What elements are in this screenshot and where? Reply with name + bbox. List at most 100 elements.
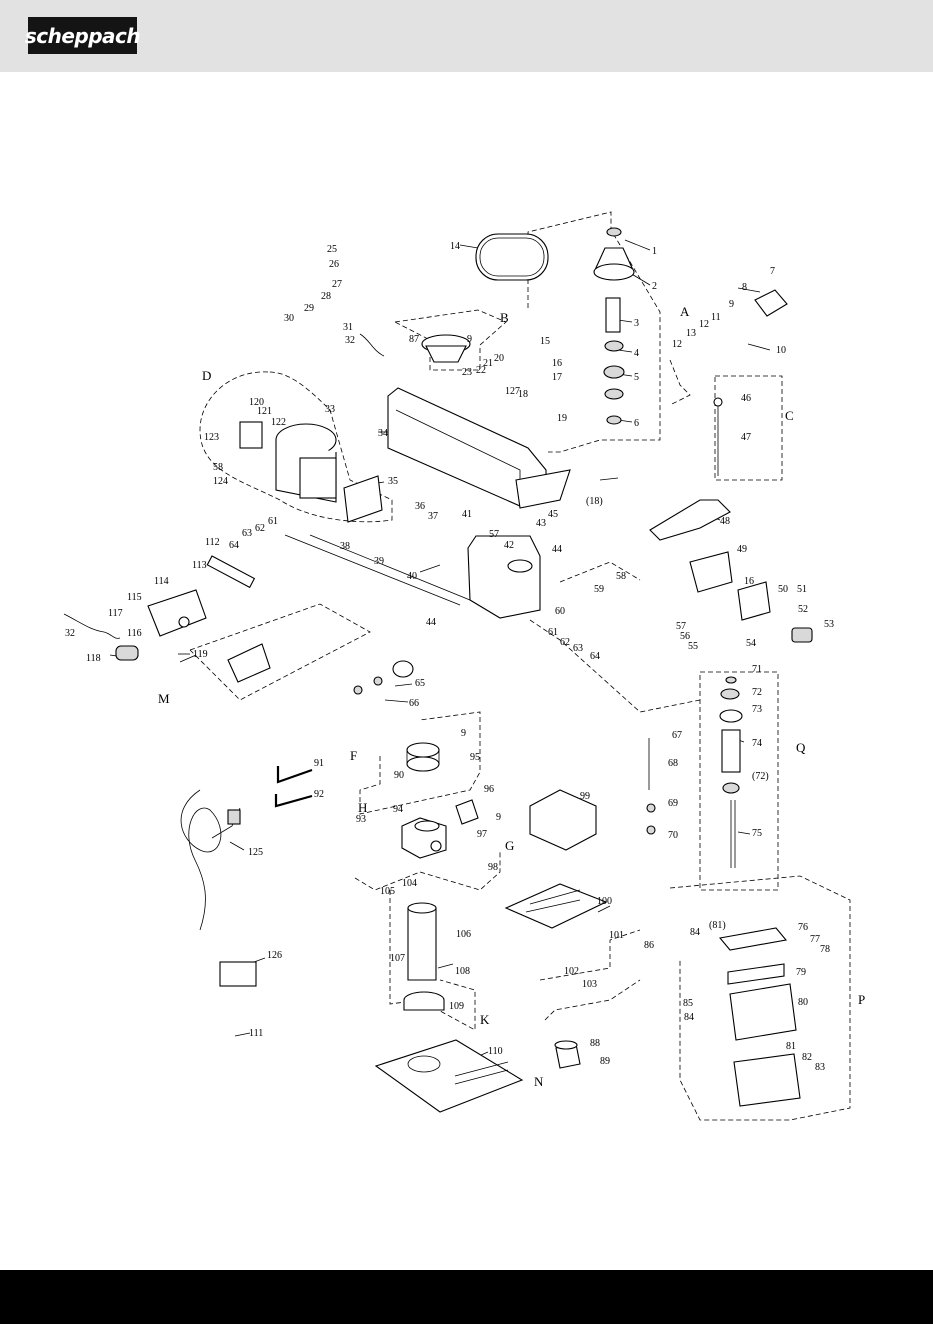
part-label: 119 <box>193 649 208 660</box>
chuck-guard <box>729 983 797 1041</box>
part-label: 61 <box>268 516 278 527</box>
part-labels: 1 2 3 4 5 6 7 8 9 10 11 12 12 13 14 15 1… <box>65 241 834 1073</box>
part-label: 110 <box>488 1046 503 1057</box>
motor-plate <box>343 475 383 523</box>
part-label: 57 <box>489 529 499 540</box>
part-label: 66 <box>409 698 419 709</box>
part-label: 113 <box>192 560 207 571</box>
part-label: 122 <box>271 417 286 428</box>
part-label: 84 <box>684 1012 694 1023</box>
part-label: 117 <box>108 608 123 619</box>
part-label: 54 <box>746 638 756 649</box>
part-label: 87 <box>409 334 419 345</box>
part-label: 32 <box>65 628 75 639</box>
work-table <box>504 883 608 929</box>
group-label: B <box>500 310 509 325</box>
part-label: 8 <box>742 282 747 293</box>
chuck-guard-arm <box>718 927 788 951</box>
part-label: 42 <box>504 540 514 551</box>
part-label: 62 <box>255 523 265 534</box>
part-label: 45 <box>548 509 558 520</box>
part-label: 7 <box>770 266 775 277</box>
part-label: 98 <box>488 862 498 873</box>
part-label: 35 <box>388 476 398 487</box>
part-label: 111 <box>249 1028 263 1039</box>
part-label: 44 <box>552 544 562 555</box>
part-label: 26 <box>329 259 339 270</box>
part-label: 127 <box>505 386 520 397</box>
part-label: 73 <box>752 704 762 715</box>
part-label: 124 <box>213 476 228 487</box>
part-label: 84 <box>690 927 700 938</box>
part-label: 17 <box>552 372 562 383</box>
part-label: 21 <box>483 358 493 369</box>
part-label: 74 <box>752 738 762 749</box>
part-label: 64 <box>590 651 600 662</box>
part-label: 102 <box>564 966 579 977</box>
part-label: 86 <box>644 940 654 951</box>
part-label: 107 <box>390 953 405 964</box>
part-label: 53 <box>824 619 834 630</box>
part-label: 93 <box>356 814 366 825</box>
part-label: 46 <box>741 393 751 404</box>
part-label: 95 <box>470 752 480 763</box>
part-label: 114 <box>154 576 169 587</box>
part-label: 12 <box>672 339 682 350</box>
part-label: 99 <box>580 791 590 802</box>
part-label: 9 <box>496 812 501 823</box>
part-label: 18 <box>518 389 528 400</box>
part-label: 125 <box>248 847 263 858</box>
part-label: 62 <box>560 637 570 648</box>
part-label: 79 <box>796 967 806 978</box>
column <box>407 907 437 981</box>
part-label: 50 <box>778 584 788 595</box>
part-label: (18) <box>586 496 603 507</box>
part-label: 28 <box>321 291 331 302</box>
part-label: 103 <box>582 979 597 990</box>
group-labels: A B C D F G H K M N P Q <box>158 304 865 1089</box>
part-label: 12 <box>699 319 709 330</box>
part-label: 71 <box>752 664 762 675</box>
part-label: 10 <box>776 345 786 356</box>
depth-stop <box>689 551 733 593</box>
part-label: 13 <box>686 328 696 339</box>
part-label: 9 <box>729 299 734 310</box>
group-label: D <box>202 368 211 383</box>
part-label: 20 <box>494 353 504 364</box>
parts <box>63 227 813 1113</box>
part-label: 88 <box>590 1038 600 1049</box>
part-label: 115 <box>127 592 142 603</box>
part-label: 83 <box>815 1062 825 1073</box>
part-label: 105 <box>380 886 395 897</box>
part-label: 57 <box>676 621 686 632</box>
part-label: 51 <box>797 584 807 595</box>
part-label: 120 <box>249 397 264 408</box>
part-label: 16 <box>744 576 754 587</box>
part-label: 44 <box>426 617 436 628</box>
group-label: H <box>358 800 367 815</box>
part-label: 90 <box>394 770 404 781</box>
part-label: 56 <box>680 631 690 642</box>
part-label: 3 <box>634 318 639 329</box>
part-label: 29 <box>304 303 314 314</box>
head-casting <box>467 535 541 619</box>
part-label: 109 <box>449 1001 464 1012</box>
part-label: 112 <box>205 537 220 548</box>
part-label: 121 <box>257 406 272 417</box>
drill-vise <box>529 789 597 851</box>
part-label: 100 <box>597 896 612 907</box>
part-label: 5 <box>634 372 639 383</box>
part-label: 33 <box>325 404 335 415</box>
group-label: M <box>158 691 170 706</box>
part-label: 85 <box>683 998 693 1009</box>
part-label: 82 <box>802 1052 812 1063</box>
front-panel <box>147 589 207 637</box>
part-label: 48 <box>720 516 730 527</box>
part-label: 31 <box>343 322 353 333</box>
part-label: 47 <box>741 432 751 443</box>
group-label: P <box>858 992 865 1007</box>
part-label: 108 <box>455 966 470 977</box>
part-label: 78 <box>820 944 830 955</box>
part-label: 36 <box>415 501 425 512</box>
